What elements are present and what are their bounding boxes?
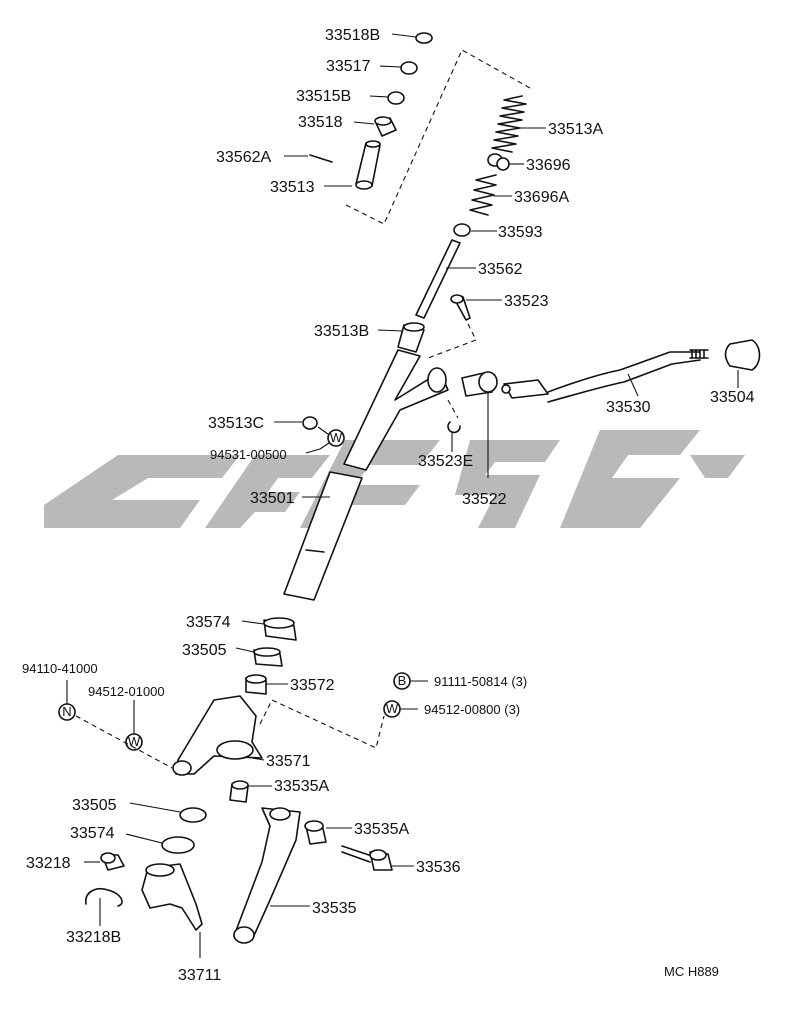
washer-symbol-letter-3: W (386, 701, 399, 716)
part-33513C (274, 416, 318, 430)
part-33696 (487, 153, 524, 171)
label-33574-lower: 33574 (70, 825, 115, 842)
label-33518B: 33518B (325, 27, 380, 44)
label-33536: 33536 (416, 859, 461, 876)
label-33218B: 33218B (66, 929, 121, 946)
label-33518: 33518 (298, 114, 343, 131)
part-33513A (491, 95, 546, 153)
label-33513A: 33513A (548, 121, 603, 138)
label-94110-41000: 94110-41000 (22, 661, 98, 676)
part-33711 (141, 863, 203, 958)
label-33522: 33522 (462, 491, 507, 508)
label-33571: 33571 (266, 753, 311, 770)
part-33535A-upper (229, 780, 272, 803)
label-33501: 33501 (250, 490, 295, 507)
part-33513B (377, 322, 425, 353)
part-33218 (84, 852, 125, 871)
label-33517: 33517 (326, 58, 371, 75)
label-33574-upper: 33574 (186, 614, 231, 631)
label-33535: 33535 (312, 900, 357, 917)
part-33572 (245, 674, 288, 695)
part-33574-lower (125, 833, 195, 854)
label-33535A-upper: 33535A (274, 778, 329, 795)
part-33574-upper (241, 617, 297, 641)
part-33530 (501, 349, 709, 403)
part-33504 (724, 339, 761, 388)
washer-symbol-letter-2: W (330, 430, 343, 445)
part-33517 (379, 61, 418, 75)
part-33505-upper (235, 647, 283, 667)
label-33513C: 33513C (208, 415, 264, 432)
label-33515B: 33515B (296, 88, 351, 105)
part-33535 (233, 807, 310, 944)
bolt-symbol-letter: B (398, 673, 407, 688)
label-33696A: 33696A (514, 189, 569, 206)
part-33536 (341, 845, 414, 871)
label-94512-00800: 94512-00800 (3) (424, 702, 520, 717)
washer-symbol-94531 (327, 429, 345, 447)
symbol-letters: N W W B W (62, 430, 406, 749)
label-33505-lower: 33505 (72, 797, 117, 814)
part-33562 (415, 239, 476, 319)
part-33562A (284, 154, 333, 163)
part-33218B (85, 888, 123, 926)
part-33501-housing (283, 349, 449, 601)
label-94512-01000: 94512-01000 (88, 684, 165, 699)
label-33504: 33504 (710, 389, 755, 406)
label-33562A: 33562A (216, 149, 271, 166)
label-33535A-lower: 33535A (354, 821, 409, 838)
group-bracket-upper (345, 49, 531, 225)
label-94531-00500: 94531-00500 (210, 447, 287, 462)
label-33218: 33218 (26, 855, 71, 872)
part-33696A (469, 174, 512, 216)
washer-symbol-94512-00800 (383, 700, 418, 718)
diagram-code: MC H889 (664, 964, 719, 979)
part-33518B (391, 32, 433, 44)
part-33593 (453, 223, 497, 237)
label-33523E: 33523E (418, 453, 473, 470)
nut-symbol-94110 (58, 680, 76, 721)
label-33530: 33530 (606, 399, 651, 416)
label-33523: 33523 (504, 293, 549, 310)
part-33513 (324, 140, 381, 190)
label-33572: 33572 (290, 677, 335, 694)
part-33571 (172, 695, 265, 776)
label-91111-50814: 91111-50814 (3) (434, 674, 527, 689)
label-33562: 33562 (478, 261, 523, 278)
link-94110 (75, 715, 173, 769)
labels: 33518B 33517 33515B 33518 33562A 33513 3… (22, 27, 755, 984)
part-33515B (369, 91, 405, 105)
part-33505-lower (129, 802, 207, 823)
label-33711: 33711 (178, 967, 221, 984)
link-bracket (259, 699, 385, 749)
label-33593: 33593 (498, 224, 543, 241)
washer-symbol-94512-01000 (125, 700, 143, 751)
part-33535A-lower (304, 820, 352, 845)
label-33696: 33696 (526, 157, 571, 174)
part-33523 (450, 294, 502, 321)
part-33518 (353, 116, 397, 137)
watermark-logo (44, 430, 745, 528)
part-33522 (461, 371, 498, 478)
bolt-symbol-91111 (393, 672, 428, 690)
part-33523E (447, 399, 461, 452)
nut-symbol-letter: N (62, 704, 71, 719)
label-33513B: 33513B (314, 323, 369, 340)
label-33505-upper: 33505 (182, 642, 227, 659)
label-33513: 33513 (270, 179, 315, 196)
link-33523 (427, 323, 477, 359)
washer-symbol-letter-1: W (128, 734, 141, 749)
